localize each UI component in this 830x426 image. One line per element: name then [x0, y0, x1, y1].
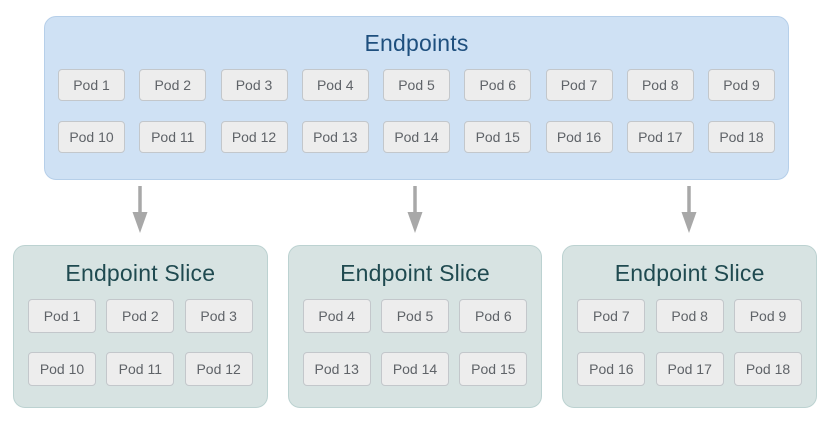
pod-chip: Pod 8: [626, 69, 694, 101]
slice-2-pod-row-1: Pod 4 Pod 5 Pod 6: [289, 299, 542, 333]
pod-chip: Pod 13: [302, 352, 371, 386]
endpoints-pod-row-2: Pod 10 Pod 11 Pod 12 Pod 13 Pod 14 Pod 15 Pod …: [45, 121, 788, 153]
endpoints-box: Endpoints Pod 1 Pod 2 Pod 3 Pod 4 Pod 5 Pod 6…: [44, 16, 789, 180]
pod-chip: Pod 15: [464, 121, 532, 153]
pod-chip: Pod 15: [459, 352, 528, 386]
endpoint-slice-title: Endpoint Slice: [340, 260, 490, 286]
arrow-down-icon: [407, 186, 423, 234]
pod-chip: Pod 8: [655, 299, 724, 333]
endpoint-slice-title: Endpoint Slice: [614, 260, 765, 286]
arrow-down-icon: [681, 186, 697, 234]
pod-chip: Pod 11: [139, 121, 207, 153]
pod-chip: Pod 7: [545, 69, 613, 101]
pod-chip: Pod 10: [58, 121, 125, 153]
pod-chip: Pod 9: [708, 69, 775, 101]
slice-2-pod-row-2: Pod 13 Pod 14 Pod 15: [289, 352, 542, 386]
pod-chip: Pod 6: [459, 299, 528, 333]
pod-chip: Pod 3: [220, 69, 288, 101]
slice-1-pod-row-1: Pod 1 Pod 2 Pod 3: [14, 299, 267, 333]
endpoints-title: Endpoints: [364, 30, 469, 56]
endpoints-pod-row-1: Pod 1 Pod 2 Pod 3 Pod 4 Pod 5 Pod 6 Pod 7 Pod 8…: [45, 69, 788, 101]
pod-chip: Pod 6: [464, 69, 532, 101]
slice-3-pod-row-2: Pod 16 Pod 17 Pod 18: [563, 352, 816, 386]
pod-chip: Pod 16: [545, 121, 613, 153]
arrow-down-icon: [132, 186, 148, 234]
pod-chip: Pod 3: [184, 299, 253, 333]
pod-chip: Pod 18: [734, 352, 802, 386]
pod-chip: Pod 5: [383, 69, 450, 101]
pod-chip: Pod 16: [577, 352, 646, 386]
endpoint-slice-title: Endpoint Slice: [65, 260, 216, 286]
pod-chip: Pod 2: [139, 69, 207, 101]
pod-chip: Pod 4: [301, 69, 369, 101]
pod-chip: Pod 4: [302, 299, 371, 333]
slice-3-pod-row-1: Pod 7 Pod 8 Pod 9: [563, 299, 816, 333]
pod-chip: Pod 5: [381, 299, 449, 333]
pod-chip: Pod 9: [734, 299, 802, 333]
pod-chip: Pod 1: [58, 69, 125, 101]
pod-chip: Pod 12: [220, 121, 288, 153]
pod-chip: Pod 1: [28, 299, 96, 333]
slice-1-pod-row-2: Pod 10 Pod 11 Pod 12: [14, 352, 267, 386]
arrows-row: [0, 186, 830, 234]
pod-chip: Pod 7: [577, 299, 646, 333]
pod-chip: Pod 18: [708, 121, 775, 153]
pod-chip: Pod 14: [383, 121, 450, 153]
pod-chip: Pod 11: [106, 352, 175, 386]
pod-chip: Pod 12: [184, 352, 253, 386]
pod-chip: Pod 17: [626, 121, 694, 153]
pod-chip: Pod 2: [106, 299, 175, 333]
pod-chip: Pod 13: [301, 121, 369, 153]
pod-chip: Pod 14: [381, 352, 449, 386]
pod-chip: Pod 17: [655, 352, 724, 386]
pod-chip: Pod 10: [28, 352, 96, 386]
